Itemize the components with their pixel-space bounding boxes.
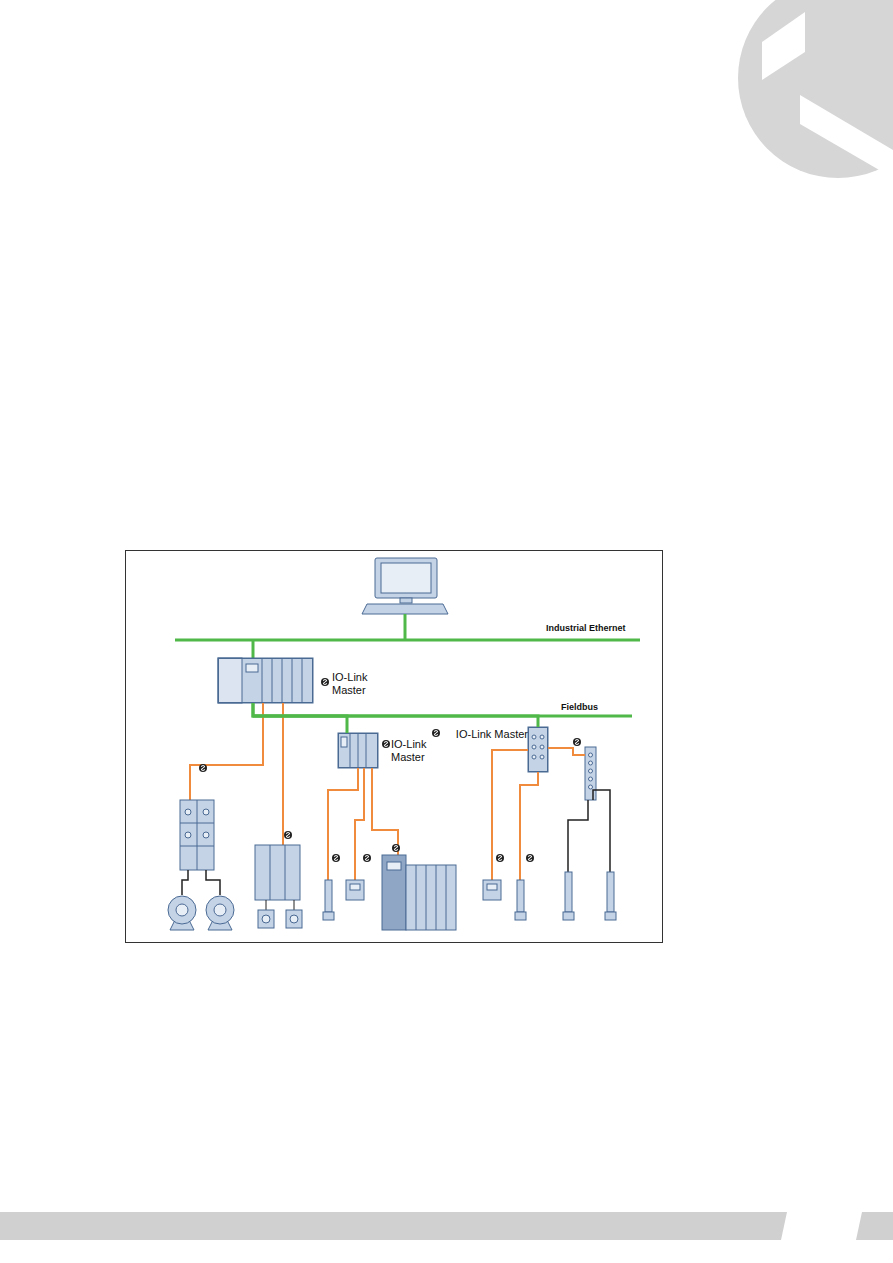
motor-starter (180, 800, 214, 870)
io-link-icon (321, 678, 329, 686)
device-label: IO-Link Master (391, 738, 437, 764)
io-link-wire (190, 703, 585, 880)
frame (126, 551, 663, 943)
io-link-master: IO-Link Master (338, 733, 378, 768)
io-link-icon (199, 764, 207, 772)
footer-bar (856, 1212, 893, 1240)
io-link-icon (573, 738, 581, 746)
io-link-icon (284, 831, 292, 839)
fieldbus-connector (253, 703, 538, 727)
computer (362, 558, 448, 614)
io-link-hub (585, 747, 596, 800)
io-link-icon (526, 854, 534, 862)
remote-io (382, 855, 456, 930)
footer-bar (0, 1212, 787, 1240)
fieldbus-connector (253, 703, 347, 733)
drive (255, 845, 302, 928)
device-label: IO-Link Master (429, 728, 528, 741)
device-label: IO-Link Master (332, 671, 378, 697)
io-link-icon (382, 740, 390, 748)
io-link-icon (496, 854, 504, 862)
io-link-master-device (338, 733, 378, 768)
io-link-master: IO-Link Master (528, 727, 548, 772)
io-link-icons (199, 678, 581, 862)
motor-wire (182, 870, 220, 895)
inductive-sensor (323, 872, 616, 920)
io-link-icon (392, 844, 400, 852)
network-label: Fieldbus (561, 702, 598, 713)
logo-mark (762, 12, 805, 80)
sensor-wire (568, 790, 610, 872)
io-link-icon (363, 854, 371, 862)
logo (738, 0, 893, 178)
plc-device (218, 658, 313, 703)
io-link-master-device (528, 727, 548, 772)
ethernet-line (175, 614, 640, 658)
io-link-icon (332, 854, 340, 862)
io-link-icon (432, 729, 440, 737)
network-label: Industrial Ethernet (546, 623, 626, 634)
io-link-master: IO-Link Master (218, 658, 313, 703)
logo-mark (800, 95, 893, 178)
motor (168, 896, 234, 930)
